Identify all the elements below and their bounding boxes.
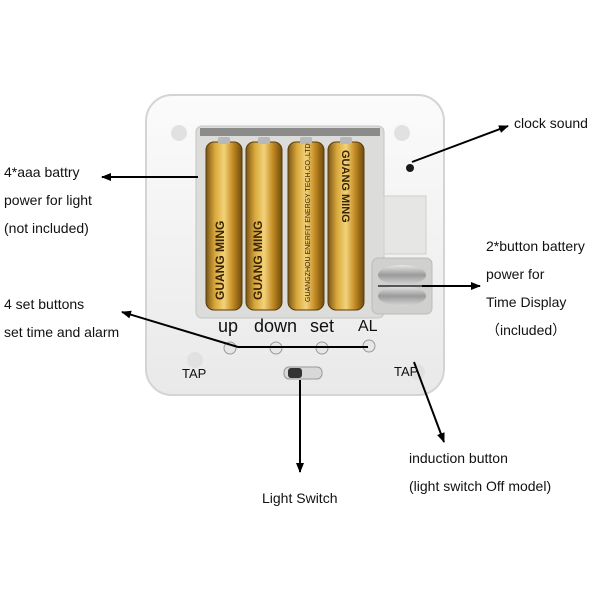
- callout-line-text: power for light: [4, 192, 92, 208]
- callout-line-text: clock sound: [514, 115, 588, 131]
- callout-light-switch: Light Switch: [262, 484, 337, 512]
- aaa-battery: GUANG MING: [245, 137, 283, 311]
- callout-line-text: (light switch Off model): [409, 478, 552, 494]
- light-switch-knob[interactable]: [288, 368, 302, 378]
- aaa-battery: GUANGZHOU ENERFIT ENERGY TECH.CO.,LTD: [287, 137, 325, 311]
- coin-battery: [378, 286, 426, 306]
- aaa-battery: GUANG MING: [205, 137, 243, 311]
- battery-brand: GUANG MING: [339, 150, 351, 223]
- callout-line-text: 4 set buttons: [4, 296, 85, 312]
- callout-line-text: 4*aaa battry: [4, 164, 80, 180]
- set-label: set: [310, 316, 335, 336]
- screw-hole: [394, 125, 410, 141]
- callout-clock-sound: clock sound: [514, 109, 588, 137]
- callout-line-text: power for: [486, 266, 545, 282]
- screw-hole: [171, 125, 187, 141]
- speaker-hole: [406, 164, 414, 172]
- up-label: up: [218, 316, 239, 336]
- al-label: AL: [358, 318, 378, 335]
- callout-induction: induction button (light switch Off model…: [409, 444, 551, 500]
- callout-line-text: Time Display: [486, 294, 567, 310]
- battery-brand: GUANG MING: [213, 221, 227, 300]
- callout-line-text: 2*button battery: [486, 238, 585, 254]
- callout-line-text: induction button: [409, 450, 508, 466]
- tap-left-label: TAP: [182, 366, 207, 381]
- coin-battery: [378, 265, 426, 285]
- callout-arrow: [413, 361, 445, 443]
- callout-line-text: set time and alarm: [4, 324, 120, 340]
- down-label: down: [254, 316, 298, 336]
- callout-line-text: Light Switch: [262, 490, 338, 506]
- screw-hole: [187, 352, 203, 368]
- callout-line-text: （included）: [486, 322, 567, 338]
- aaa-battery: GUANG MING: [327, 137, 365, 311]
- callout-arrow: [411, 125, 509, 163]
- callout-battery-light: 4*aaa battry power for light (not includ…: [4, 158, 92, 242]
- callout-arrow: [121, 310, 239, 348]
- battery-brand: GUANG MING: [251, 221, 265, 300]
- tap-right-label: TAP: [394, 364, 419, 379]
- callout-line-text: (not included): [4, 220, 89, 236]
- callout-button-battery: 2*button battery power for Time Display …: [486, 232, 585, 344]
- callout-set-buttons: 4 set buttons set time and alarm: [4, 290, 119, 346]
- battery-maker: GUANGZHOU ENERFIT ENERGY TECH.CO.,LTD: [305, 143, 312, 302]
